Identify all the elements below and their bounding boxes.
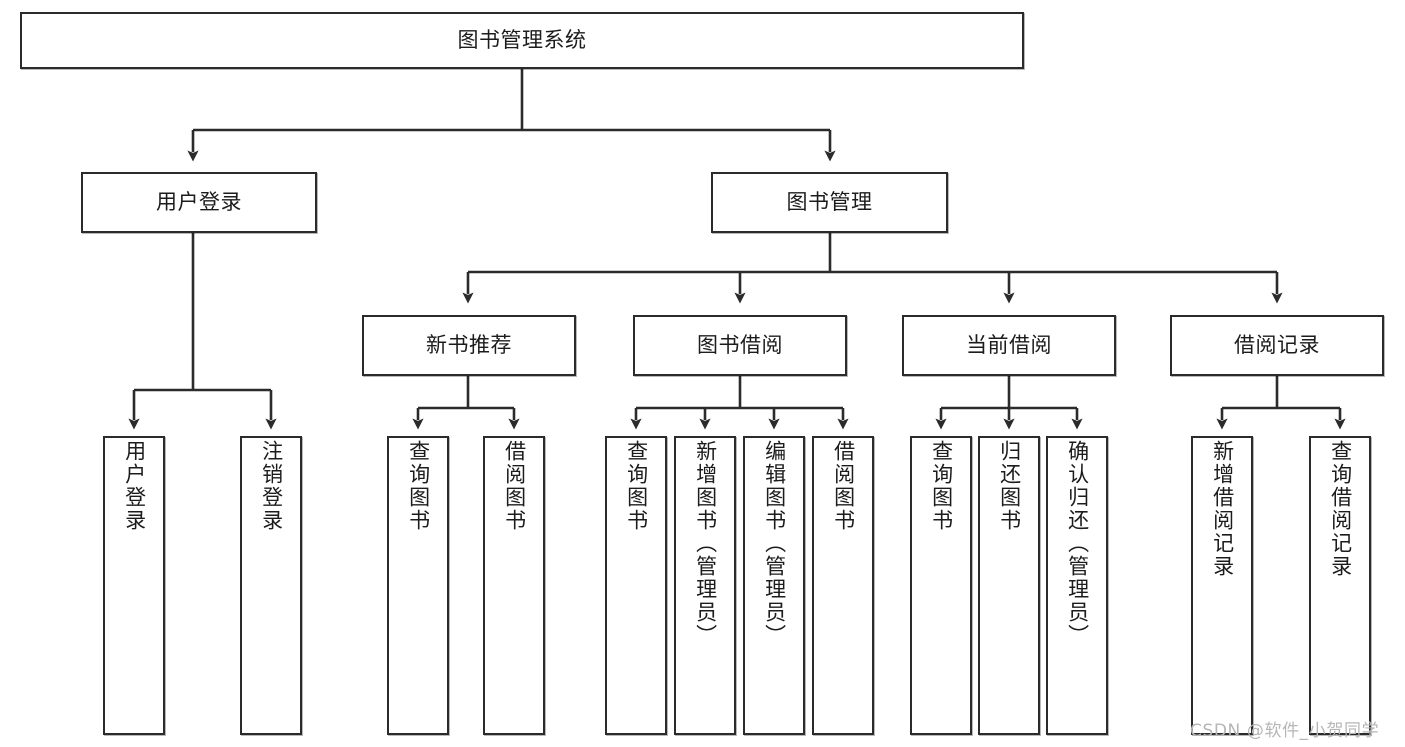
leaf-borrow-record-add-label: 新增借阅记录: [1210, 440, 1235, 578]
node-user-login-label: 用户登录: [156, 190, 242, 215]
leaf-user-login-login-label: 用户登录: [122, 440, 147, 532]
node-current-borrow[interactable]: 当前借阅: [902, 315, 1116, 376]
leaf-book-borrow-query-label: 查询图书: [624, 440, 649, 532]
leaf-book-borrow-borrow-label: 借阅图书: [831, 440, 856, 532]
node-borrow-record[interactable]: 借阅记录: [1170, 315, 1384, 376]
node-root[interactable]: 图书管理系统: [20, 12, 1024, 69]
node-new-book-recommend-label: 新书推荐: [426, 333, 512, 358]
leaf-book-borrow-query[interactable]: 查询图书: [605, 436, 667, 735]
node-current-borrow-label: 当前借阅: [966, 333, 1052, 358]
leaf-book-borrow-add[interactable]: 新增图书（管理员）: [674, 436, 736, 735]
node-book-borrow[interactable]: 图书借阅: [633, 315, 847, 376]
leaf-new-book-query-label: 查询图书: [406, 440, 431, 532]
leaf-current-borrow-query-label: 查询图书: [929, 440, 954, 532]
leaf-new-book-borrow-label: 借阅图书: [502, 440, 527, 532]
node-book-borrow-label: 图书借阅: [697, 333, 783, 358]
leaf-new-book-borrow[interactable]: 借阅图书: [483, 436, 545, 735]
leaf-current-borrow-return[interactable]: 归还图书: [978, 436, 1040, 735]
leaf-book-borrow-edit[interactable]: 编辑图书（管理员）: [743, 436, 805, 735]
node-book-management-label: 图书管理: [786, 190, 873, 215]
node-user-login[interactable]: 用户登录: [81, 172, 317, 233]
leaf-current-borrow-confirm-label: 确认归还（管理员）: [1065, 440, 1090, 647]
leaf-current-borrow-return-label: 归还图书: [997, 440, 1022, 532]
node-root-label: 图书管理系统: [457, 28, 587, 53]
leaf-user-login-login[interactable]: 用户登录: [103, 436, 165, 735]
leaf-new-book-query[interactable]: 查询图书: [387, 436, 449, 735]
node-book-management[interactable]: 图书管理: [711, 172, 948, 233]
leaf-borrow-record-query-label: 查询借阅记录: [1328, 440, 1353, 578]
leaf-book-borrow-add-label: 新增图书（管理员）: [693, 440, 718, 647]
leaf-book-borrow-edit-label: 编辑图书（管理员）: [762, 440, 787, 647]
node-borrow-record-label: 借阅记录: [1234, 333, 1320, 358]
csdn-watermark: CSDN @软件_小贺同学: [1190, 721, 1380, 741]
leaf-user-login-logout-label: 注销登录: [259, 440, 284, 532]
leaf-current-borrow-query[interactable]: 查询图书: [910, 436, 972, 735]
leaf-borrow-record-query[interactable]: 查询借阅记录: [1309, 436, 1371, 735]
leaf-current-borrow-confirm[interactable]: 确认归还（管理员）: [1046, 436, 1108, 735]
leaf-book-borrow-borrow[interactable]: 借阅图书: [812, 436, 874, 735]
node-new-book-recommend[interactable]: 新书推荐: [362, 315, 576, 376]
leaf-borrow-record-add[interactable]: 新增借阅记录: [1191, 436, 1253, 735]
leaf-user-login-logout[interactable]: 注销登录: [240, 436, 302, 735]
